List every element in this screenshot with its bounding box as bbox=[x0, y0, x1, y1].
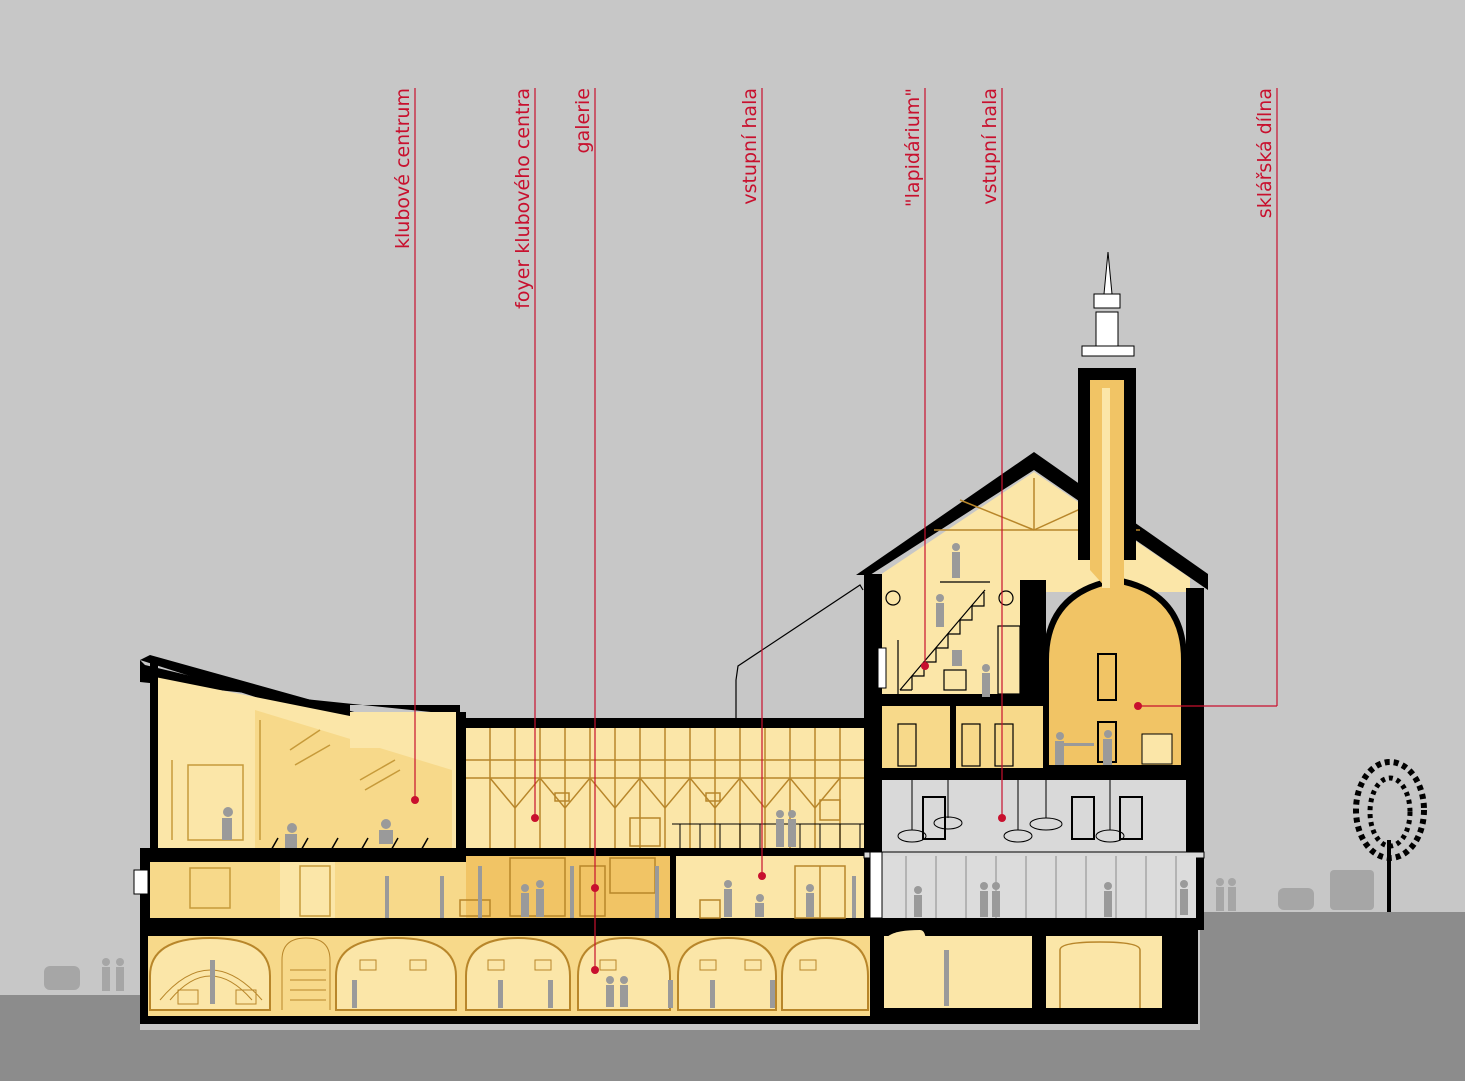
label-galerie: galerie bbox=[572, 88, 594, 153]
ground bbox=[0, 912, 1465, 1081]
label-vstupni-hala-2: vstupní hala bbox=[979, 88, 1001, 205]
label-leaders bbox=[411, 88, 1278, 974]
center-block bbox=[385, 584, 870, 919]
label-lapidarium: "lapidárium" bbox=[902, 88, 924, 207]
left-wing bbox=[133, 655, 880, 930]
label-klubove-centrum: klubové centrum bbox=[392, 88, 414, 249]
context bbox=[44, 759, 1427, 991]
label-foyer: foyer klubového centra bbox=[512, 88, 534, 309]
right-building bbox=[856, 251, 1208, 930]
tree bbox=[1353, 759, 1427, 912]
label-vstupni-hala-1: vstupní hala bbox=[739, 88, 761, 205]
label-sklarska-dilna: sklářská dílna bbox=[1254, 88, 1276, 218]
basement bbox=[140, 930, 1198, 1024]
